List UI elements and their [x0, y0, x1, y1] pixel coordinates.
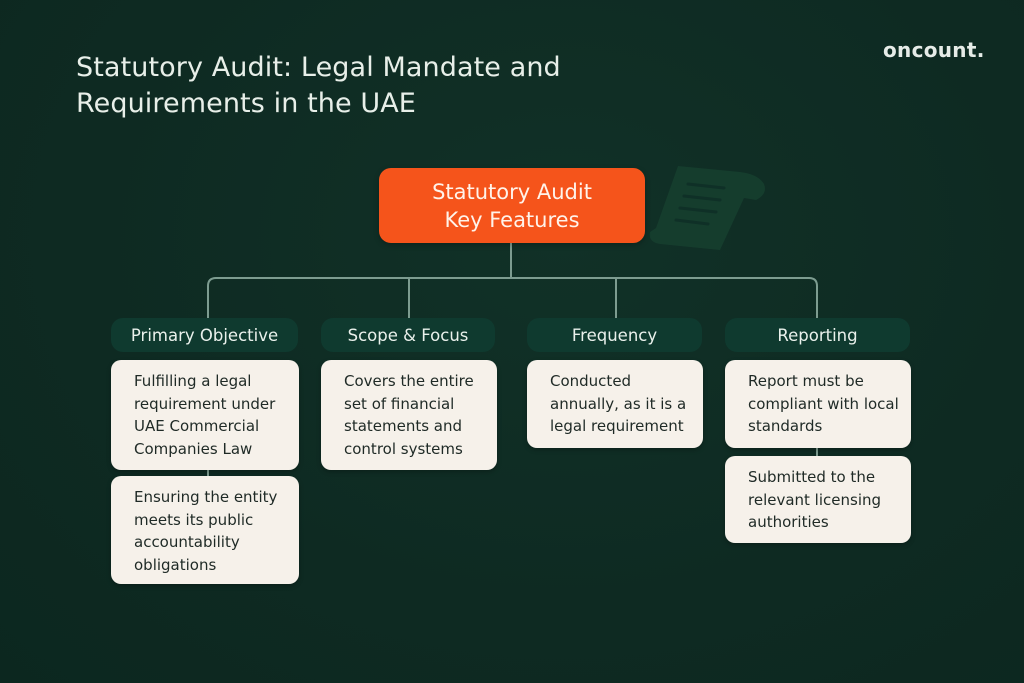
card-primary-objective-1: Fulfilling a legal requirement under UAE… [111, 360, 299, 470]
title-line-2: Requirements in the UAE [76, 88, 416, 119]
page-title: Statutory Audit: Legal Mandate and Requi… [76, 50, 696, 122]
branch-header-reporting: Reporting [725, 318, 910, 352]
root-node: Statutory Audit Key Features [379, 168, 645, 243]
scroll-document-icon [649, 166, 765, 250]
branch-header-frequency: Frequency [527, 318, 702, 352]
card-scope-focus-1: Covers the entire set of financial state… [321, 360, 497, 470]
card-primary-objective-2: Ensuring the entity meets its public acc… [111, 476, 299, 584]
title-line-1: Statutory Audit: Legal Mandate and [76, 52, 561, 83]
card-frequency-1: Conducted annually, as it is a legal req… [527, 360, 703, 448]
branch-header-scope-focus: Scope & Focus [321, 318, 495, 352]
card-reporting-2: Submitted to the relevant licensing auth… [725, 456, 911, 543]
card-reporting-1: Report must be compliant with local stan… [725, 360, 911, 448]
root-line-1: Statutory Audit [432, 179, 592, 204]
root-line-2: Key Features [444, 207, 580, 232]
branch-header-primary-objective: Primary Objective [111, 318, 298, 352]
brand-logo: oncount. [883, 38, 985, 62]
